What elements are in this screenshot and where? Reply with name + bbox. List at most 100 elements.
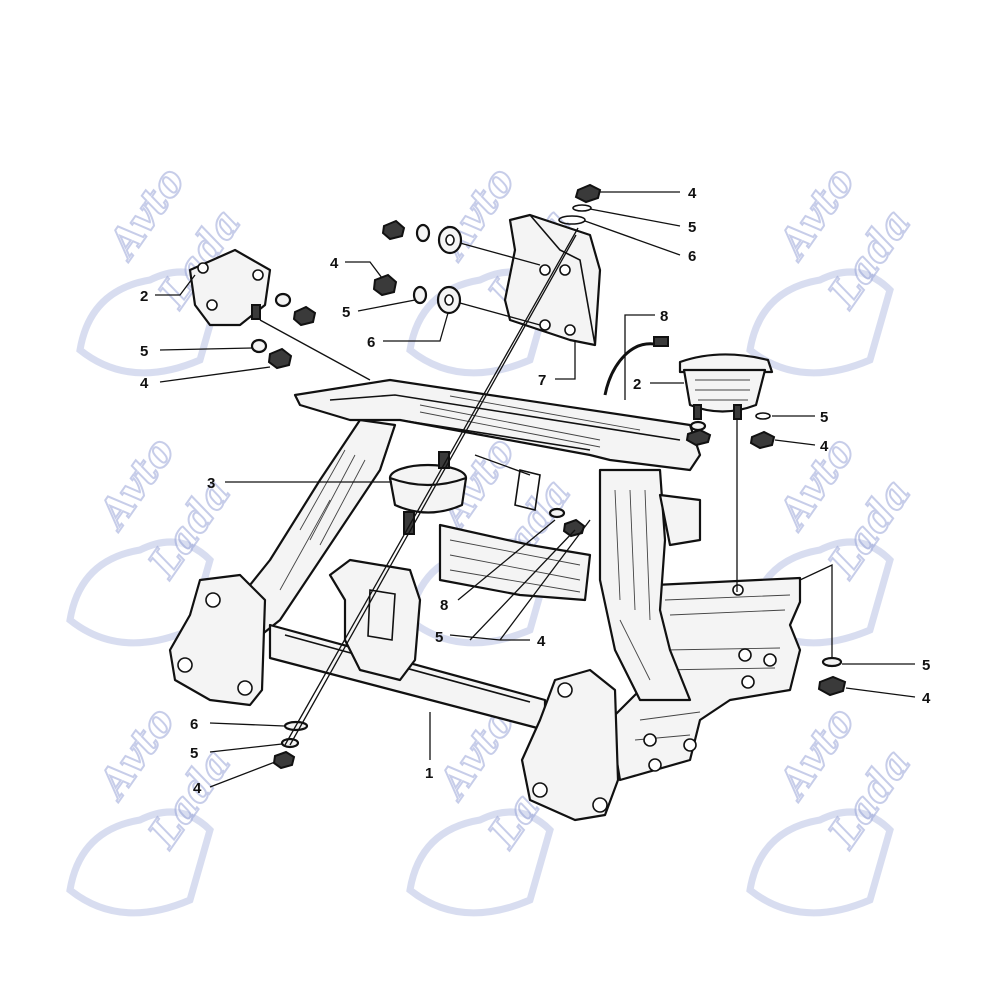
mount-bracket-7 (503, 213, 602, 347)
leader-line (357, 299, 416, 312)
callout-nut-bottom: 4 (193, 780, 202, 797)
base-bolt-hole (741, 675, 755, 689)
nut-icon (292, 305, 317, 327)
callout-labels: 4 5 6 2 4 5 6 5 4 8 7 2 5 4 3 8 5 4 5 4 … (140, 185, 931, 797)
assembly-line (284, 227, 579, 746)
fasteners (250, 183, 847, 770)
top-channel-beam (293, 378, 702, 472)
engine-cushion (388, 451, 468, 535)
lock-washer-icon (415, 223, 431, 243)
nut-icon (817, 675, 847, 697)
callout-nut-center: 4 (537, 633, 546, 650)
top-channel-inner-edge (329, 394, 681, 451)
left-cushion-hole (206, 299, 218, 311)
plate-bolt-hole (592, 797, 608, 813)
callout-cable-center: 8 (440, 597, 448, 614)
washer-hole (444, 294, 454, 306)
leader-line (555, 340, 576, 380)
callout-lock-washer-right-upper: 5 (820, 409, 828, 426)
callout-crossmember: 1 (425, 765, 433, 782)
leader-line (383, 312, 449, 342)
bracket-7-hole (539, 264, 551, 276)
center-bracket-slot (367, 589, 396, 641)
left-pillar-hatching (279, 449, 366, 591)
callout-lock-washer-bottom: 5 (190, 745, 198, 762)
leader-lines (155, 191, 916, 788)
watermark-car-icon (406, 808, 554, 917)
top-channel-hatching (419, 395, 641, 448)
lock-washer-icon (755, 412, 771, 420)
left-cushion-hole (252, 269, 264, 281)
plate-bolt-hole (532, 782, 548, 798)
lock-washer-icon (412, 285, 428, 305)
washer-icon (558, 215, 586, 225)
right-pillar-hatching (614, 489, 651, 681)
nut-icon (372, 273, 398, 297)
washer-hole (445, 234, 455, 246)
right-side-tab (658, 493, 702, 547)
leader-line (457, 519, 556, 601)
callout-lock-washer-left-lower: 5 (140, 343, 148, 360)
base-bolt-hole (763, 653, 777, 667)
bracket-7-body (503, 213, 602, 347)
rear-base-hatching (634, 594, 791, 741)
lock-washer-icon (548, 507, 566, 519)
watermark-bottom-left: Avto Lada (66, 698, 241, 917)
lock-washer-icon (821, 656, 843, 668)
right-cushion-2 (678, 353, 774, 420)
callout-washer-bottom: 6 (190, 716, 198, 733)
callout-nut-top-right: 4 (688, 185, 697, 202)
callout-nut-right-lower: 4 (922, 690, 931, 707)
nut-icon (272, 750, 296, 770)
leader-line (209, 722, 285, 727)
watermark-bottom-right: Avto Lada (746, 698, 921, 917)
nut-icon (749, 430, 776, 450)
base-bolt-hole (648, 758, 662, 772)
centre-slot (514, 469, 541, 511)
lock-washer-icon (274, 292, 292, 308)
nut-icon (562, 518, 586, 538)
leader-line (589, 208, 681, 227)
callout-cable-top: 8 (660, 308, 668, 325)
callout-lock-washer-left-upper: 5 (342, 304, 350, 321)
leader-line (159, 347, 253, 351)
right-cushion-flange (678, 353, 774, 374)
nut-icon (574, 183, 602, 204)
leader-line (209, 761, 276, 788)
callout-lock-washer-right-lower: 5 (922, 657, 930, 674)
assembly-line (459, 302, 541, 326)
leader-line (159, 366, 271, 383)
left-pillar (228, 418, 397, 642)
callout-bracket: 7 (538, 372, 546, 389)
cushion-stud-upper (438, 451, 450, 469)
lock-washer-icon (280, 737, 300, 749)
assembly-line (469, 529, 576, 641)
bracket-7-hole (559, 264, 571, 276)
watermark-car-icon (66, 808, 214, 917)
crossmember-frame (168, 378, 802, 822)
lock-washer-icon (250, 338, 268, 354)
bracket-7-hole (564, 324, 576, 336)
callout-cushion-right: 2 (633, 376, 641, 393)
leader-line (449, 634, 501, 641)
callout-nut-right-upper: 4 (820, 438, 829, 455)
base-bolt-hole (683, 738, 697, 752)
leader-line (799, 563, 833, 658)
left-mounting-plate (168, 573, 267, 707)
left-cushion-hole (197, 262, 209, 274)
callout-lock-washer-top-right: 5 (688, 219, 696, 236)
watermark-car-icon (746, 268, 894, 377)
plate-bolt-hole (205, 592, 221, 608)
leader-line (155, 274, 196, 296)
nut-icon (267, 347, 293, 370)
callout-washer-left-upper: 6 (367, 334, 375, 351)
base-bolt-hole (738, 648, 752, 662)
assembly-line (459, 242, 541, 266)
left-cushion-2 (188, 248, 272, 327)
base-bolt-hole (732, 584, 744, 596)
callout-lock-washer-center: 5 (435, 629, 443, 646)
callout-washer-top-right: 6 (688, 248, 696, 265)
leader-line (774, 439, 816, 446)
inner-support-plate (438, 523, 592, 602)
